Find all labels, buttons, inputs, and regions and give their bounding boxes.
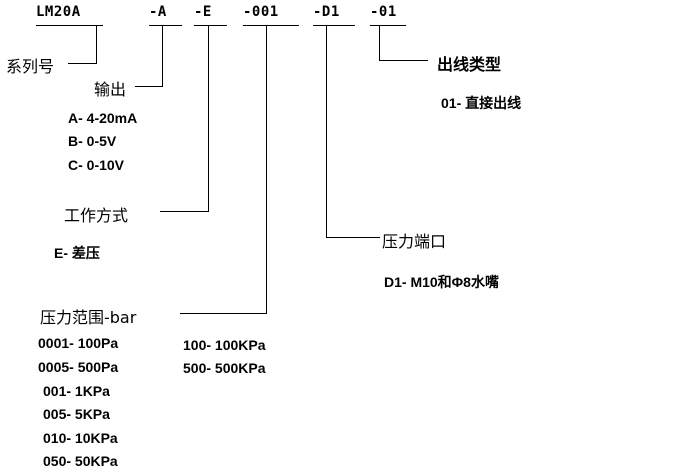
output-label: 输出 — [94, 80, 127, 99]
range-option-100: 100- 100KPa — [183, 337, 266, 353]
output-underline — [149, 25, 182, 26]
range-label: 压力范围-bar — [40, 308, 137, 327]
output-option-a: A- 4-20mA — [68, 110, 138, 126]
series-code: LM20A — [36, 4, 81, 20]
range-option-010: 010- 10KPa — [43, 430, 118, 446]
mode-option-e: E- 差压 — [54, 245, 100, 261]
port-option-d1: D1- M10和Φ8水嘴 — [384, 274, 499, 290]
port-connector-v — [326, 26, 327, 238]
outlet-underline — [370, 25, 406, 26]
range-connector-v — [266, 26, 267, 314]
outlet-code: -01 — [370, 4, 397, 20]
mode-label: 工作方式 — [64, 206, 129, 225]
output-option-b: B- 0-5V — [68, 133, 117, 149]
port-code: -D1 — [313, 4, 340, 20]
mode-code: -E — [194, 4, 212, 20]
range-code: -001 — [243, 4, 279, 20]
series-connector-v — [96, 26, 97, 64]
range-underline — [243, 25, 299, 26]
port-label: 压力端口 — [382, 232, 447, 251]
series-label: 系列号 — [6, 57, 55, 76]
range-option-0005: 0005- 500Pa — [38, 359, 119, 375]
output-connector-h — [135, 86, 163, 87]
port-connector-h — [326, 237, 380, 238]
output-code: -A — [149, 4, 167, 20]
range-option-001: 001- 1KPa — [43, 383, 110, 399]
series-connector-h — [68, 63, 97, 64]
range-connector-h — [180, 313, 267, 314]
mode-connector-v — [208, 26, 209, 212]
outlet-option-01: 01- 直接出线 — [441, 95, 522, 111]
output-connector-v — [162, 26, 163, 86]
mode-underline — [194, 25, 227, 26]
outlet-label: 出线类型 — [437, 55, 502, 74]
range-option-005: 005- 5KPa — [43, 406, 110, 422]
output-option-c: C- 0-10V — [68, 157, 125, 173]
port-underline — [313, 25, 355, 26]
range-option-500: 500- 500KPa — [183, 360, 266, 376]
series-underline — [36, 25, 103, 26]
outlet-connector-h — [379, 60, 428, 61]
mode-connector-h — [160, 211, 209, 212]
range-option-0001: 0001- 100Pa — [38, 335, 119, 351]
range-option-050: 050- 50KPa — [43, 453, 118, 469]
outlet-connector-v — [379, 26, 380, 61]
